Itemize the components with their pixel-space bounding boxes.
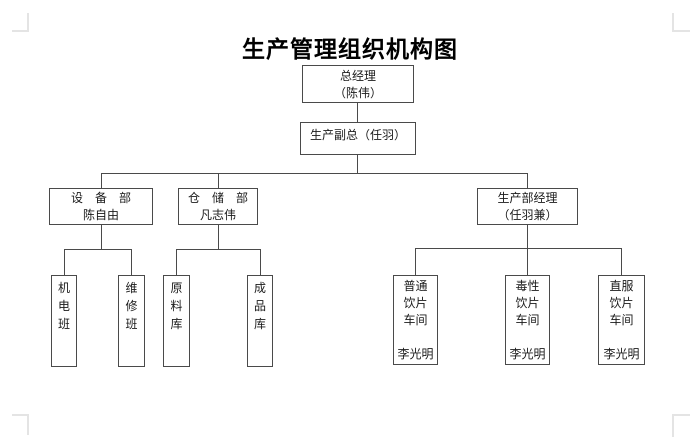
node-equipment-dept: 设 备 部 陈自由 xyxy=(49,188,153,225)
text-boundary-mark-top-right xyxy=(672,13,690,32)
connector-line xyxy=(131,249,132,275)
connector-line xyxy=(64,249,65,275)
connector-line xyxy=(527,173,528,188)
connector-line xyxy=(101,225,102,249)
connector-line xyxy=(621,248,622,275)
node-production-vp: 生产副总（任羽） xyxy=(300,122,416,155)
node-general-manager: 总经理 （陈伟） xyxy=(302,65,414,103)
connector-line xyxy=(64,249,132,250)
connector-line xyxy=(527,225,528,248)
connector-line xyxy=(527,248,528,275)
connector-line xyxy=(357,103,358,122)
node-maintenance-team: 维 修 班 xyxy=(118,275,145,367)
node-production-dept-manager: 生产部经理 （任羽兼） xyxy=(477,188,578,225)
node-electromechanical-team: 机 电 班 xyxy=(51,275,77,367)
node-raw-material-warehouse: 原 料 库 xyxy=(163,275,190,367)
connector-line xyxy=(260,249,261,275)
connector-line xyxy=(101,173,102,188)
node-toxic-pieces-workshop: 毒性 饮片 车间 李光明 xyxy=(505,275,550,365)
connector-line xyxy=(357,155,358,173)
node-storage-dept: 仓 储 部 凡志伟 xyxy=(178,188,258,225)
text-boundary-mark-bottom-left xyxy=(12,414,29,435)
node-finished-goods-warehouse: 成 品 库 xyxy=(247,275,273,367)
text-boundary-mark-bottom-right xyxy=(672,414,690,437)
chart-title: 生产管理组织机构图 xyxy=(242,37,458,62)
connector-line xyxy=(176,249,177,275)
connector-line xyxy=(415,248,416,275)
connector-line xyxy=(415,248,622,249)
node-direct-use-pieces-workshop: 直服 饮片 车间 李光明 xyxy=(598,275,645,365)
connector-line xyxy=(218,225,219,249)
connector-line xyxy=(101,173,528,174)
text-boundary-mark-top-left xyxy=(12,13,29,32)
connector-line xyxy=(218,173,219,188)
connector-line xyxy=(176,249,261,250)
node-ordinary-pieces-workshop: 普通 饮片 车间 李光明 xyxy=(393,275,438,365)
